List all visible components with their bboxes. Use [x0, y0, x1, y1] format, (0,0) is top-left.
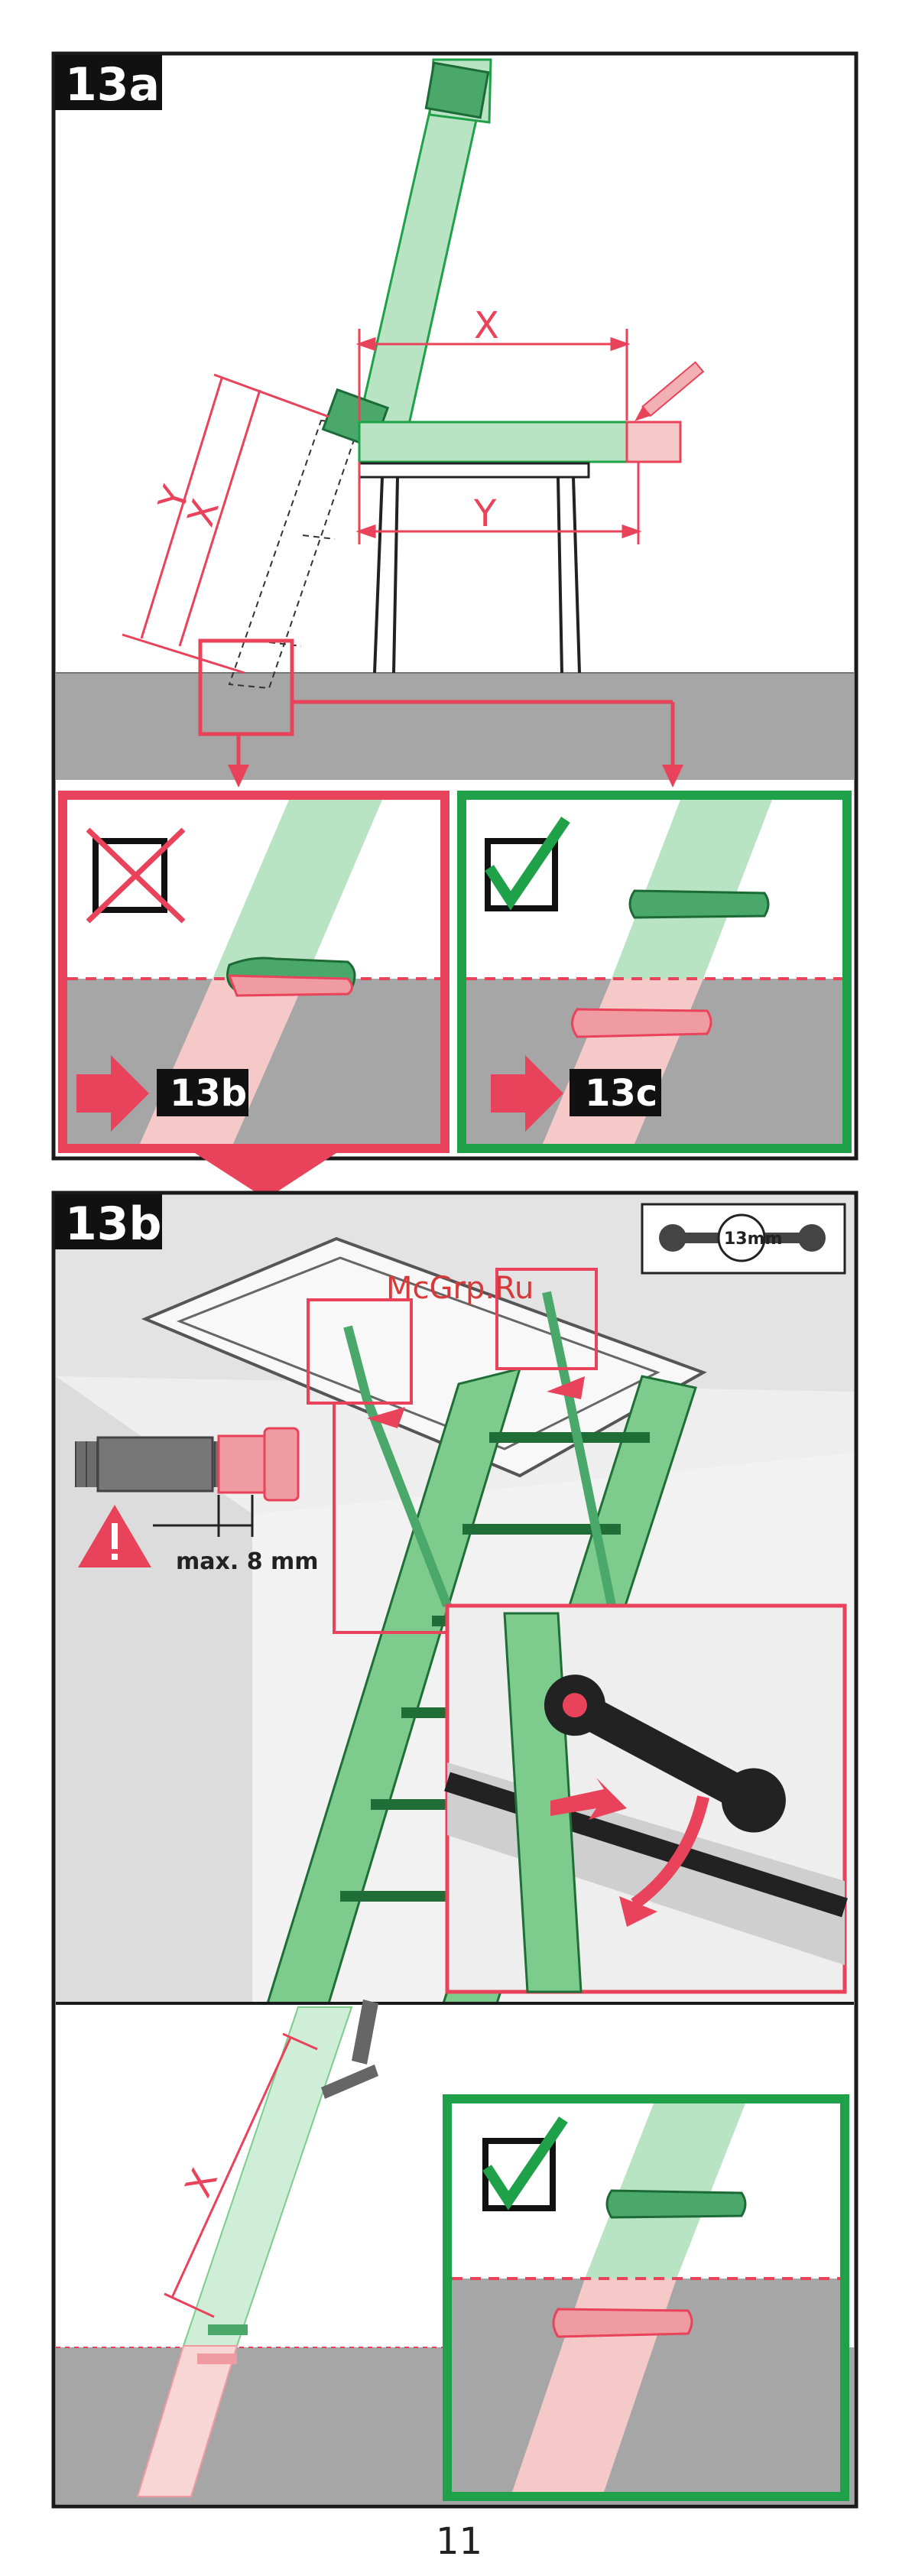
next-step-label-13b: 13b — [170, 1072, 247, 1115]
next-step-label-13c: 13c — [585, 1072, 657, 1115]
hinge — [426, 63, 488, 118]
panel-13b: McGrp.Ru max. 8 mm — [54, 1193, 856, 2506]
page-number: 11 — [436, 2520, 482, 2563]
wrench-detail-inset — [447, 1606, 845, 1992]
wrench-icon — [659, 1224, 686, 1252]
dim-label-y-bottom: Y — [473, 492, 497, 535]
panel-13a: X Y Y X — [54, 54, 856, 1199]
dim-label-x-top: X — [474, 304, 499, 347]
floor — [56, 673, 854, 780]
badge-13a: 13a — [65, 58, 160, 112]
tool-size-label: 13mm — [724, 1230, 782, 1249]
option-right: 13c — [462, 795, 847, 1148]
badge-13b: 13b — [65, 1197, 161, 1251]
option-wrong: 13b — [63, 795, 445, 1148]
warning-text: max. 8 mm — [176, 1548, 319, 1575]
option-right-confirm — [447, 2099, 845, 2496]
wrench-size-indicator: 13mm — [642, 1204, 845, 1273]
watermark: McGrp.Ru — [386, 1271, 534, 1306]
